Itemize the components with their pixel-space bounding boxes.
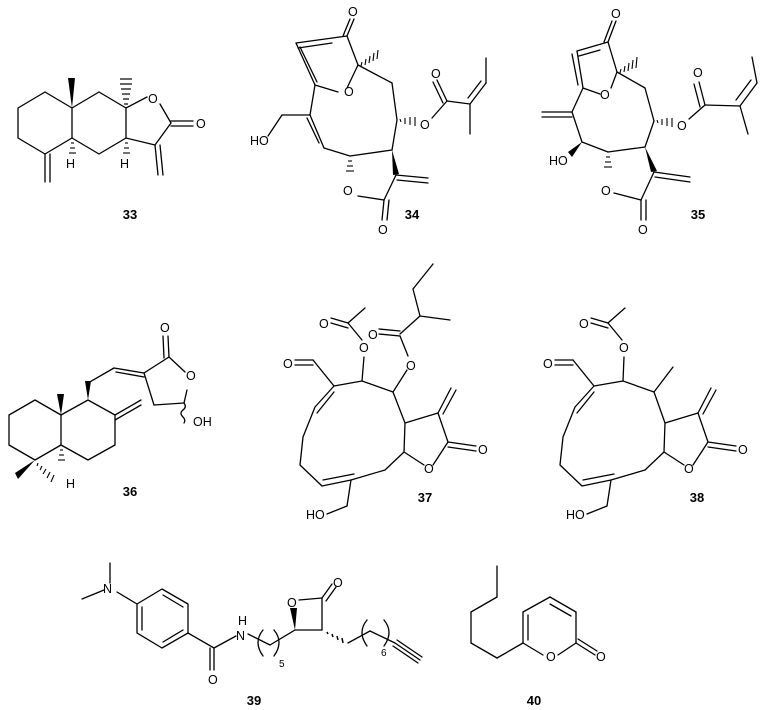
svg-text:O: O [619, 341, 629, 355]
svg-text:O: O [738, 443, 748, 457]
compound-label-39: 39 [246, 693, 262, 708]
compound-label-38: 38 [689, 490, 705, 505]
svg-text:O: O [579, 317, 589, 331]
svg-text:HO: HO [549, 154, 568, 168]
svg-text:O: O [693, 66, 703, 80]
svg-text:N: N [236, 629, 245, 643]
compound-label-34: 34 [404, 207, 420, 222]
compound-label-33: 33 [122, 207, 138, 222]
svg-text:5: 5 [279, 659, 285, 670]
compound-label-40: 40 [526, 693, 542, 708]
svg-text:O: O [208, 673, 218, 687]
svg-text:O: O [478, 443, 488, 457]
svg-text:O: O [600, 88, 610, 102]
compound-40-structure: O O [470, 565, 606, 664]
svg-text:O: O [343, 184, 353, 198]
svg-text:HO: HO [250, 134, 269, 148]
svg-text:O: O [638, 223, 648, 237]
compound-label-35: 35 [690, 207, 706, 222]
compound-38-structure: O O O O O HO [543, 307, 748, 522]
svg-text:O: O [378, 223, 388, 237]
svg-text:O: O [424, 462, 434, 476]
svg-text:O: O [344, 85, 354, 99]
svg-text:N: N [103, 582, 112, 596]
svg-text:O: O [601, 184, 611, 198]
svg-text:O: O [684, 462, 694, 476]
svg-text:H: H [120, 157, 129, 171]
compound-39-structure: N O N H 5 O O 6 [81, 562, 423, 687]
svg-text:OH: OH [193, 415, 212, 429]
compound-36-structure: O O OH H [8, 321, 212, 491]
svg-text:O: O [420, 118, 430, 132]
svg-text:6: 6 [381, 648, 387, 659]
svg-text:O: O [368, 328, 378, 342]
svg-text:H: H [238, 614, 247, 628]
svg-text:O: O [348, 5, 358, 19]
svg-text:O: O [160, 321, 170, 335]
svg-text:O: O [677, 119, 687, 133]
svg-text:O: O [596, 650, 606, 664]
svg-text:O: O [148, 92, 158, 106]
compound-label-36: 36 [122, 484, 138, 499]
svg-text:O: O [406, 359, 416, 373]
svg-text:O: O [319, 317, 329, 331]
svg-text:HO: HO [566, 508, 585, 522]
svg-text:H: H [66, 157, 75, 171]
svg-text:HO: HO [306, 508, 325, 522]
svg-text:O: O [546, 650, 556, 664]
svg-text:O: O [359, 341, 369, 355]
svg-text:O: O [431, 67, 441, 81]
svg-text:O: O [196, 117, 206, 131]
svg-text:O: O [333, 576, 343, 590]
compound-33-structure: O O H H [17, 78, 206, 183]
compound-35-structure: HO O O O O O O [541, 7, 758, 237]
svg-text:O: O [186, 369, 196, 383]
svg-text:O: O [287, 596, 297, 610]
svg-text:O: O [283, 357, 293, 371]
compound-37-structure: O O O O O O O HO [283, 263, 488, 522]
svg-text:O: O [543, 357, 553, 371]
svg-text:O: O [611, 7, 621, 21]
compound-34-structure: HO O O O O O O [250, 5, 487, 237]
compound-label-37: 37 [417, 490, 433, 505]
svg-text:H: H [66, 477, 75, 491]
